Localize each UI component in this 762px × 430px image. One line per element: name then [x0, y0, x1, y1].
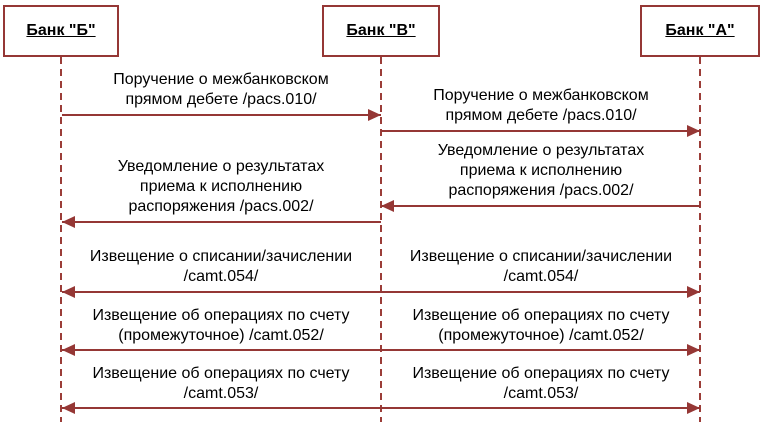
arrowhead-left-icon	[62, 216, 75, 228]
message-label-camt053-right: Извещение об операциях по счету /camt.05…	[412, 365, 670, 402]
actor-box-bank-v: Банк "В"	[322, 5, 440, 57]
lifeline-bank-b	[60, 57, 62, 422]
arrowhead-left-icon	[381, 200, 394, 212]
message-label-pacs002-v-to-b: Уведомление о результатах приема к испол…	[117, 158, 325, 215]
arrowhead-left-icon	[62, 402, 75, 414]
arrowhead-right-icon	[687, 402, 700, 414]
message-arrow-pacs002-v-to-b	[62, 216, 381, 228]
message-label-camt054-right: Извещение о списании/зачислении /camt.05…	[409, 248, 673, 285]
message-label-camt054-left: Извещение о списании/зачислении /camt.05…	[89, 248, 353, 285]
message-label-camt052-left: Извещение об операциях по счету (промежу…	[92, 307, 350, 344]
message-label-pacs010-b-to-v: Поручение о межбанковском прямом дебете …	[113, 71, 329, 108]
arrowhead-right-icon	[368, 109, 381, 121]
arrowhead-left-icon	[62, 344, 75, 356]
message-arrow-camt052-bidirectional	[62, 344, 700, 356]
arrowhead-right-icon	[687, 344, 700, 356]
message-label-camt052-right: Извещение об операциях по счету (промежу…	[412, 307, 670, 344]
actor-box-bank-b: Банк "Б"	[3, 5, 119, 57]
arrowhead-left-icon	[62, 286, 75, 298]
actor-label-bank-a: Банк "А"	[665, 22, 735, 39]
actor-label-bank-v: Банк "В"	[346, 22, 416, 39]
lifeline-bank-a	[699, 57, 701, 422]
actor-box-bank-a: Банк "А"	[640, 5, 760, 57]
message-label-camt053-left: Извещение об операциях по счету /camt.05…	[92, 365, 350, 402]
message-arrow-pacs002-a-to-v	[381, 200, 700, 212]
lifeline-bank-v	[380, 57, 382, 422]
actor-label-bank-b: Банк "Б"	[26, 22, 96, 39]
message-arrow-pacs010-b-to-v	[62, 109, 381, 121]
arrowhead-right-icon	[687, 286, 700, 298]
message-label-pacs010-v-to-a: Поручение о межбанковском прямом дебете …	[433, 87, 649, 124]
message-label-pacs002-a-to-v: Уведомление о результатах приема к испол…	[437, 142, 645, 199]
message-arrow-camt054-bidirectional	[62, 286, 700, 298]
arrowhead-right-icon	[687, 125, 700, 137]
message-arrow-pacs010-v-to-a	[381, 125, 700, 137]
message-arrow-camt053-bidirectional	[62, 402, 700, 414]
